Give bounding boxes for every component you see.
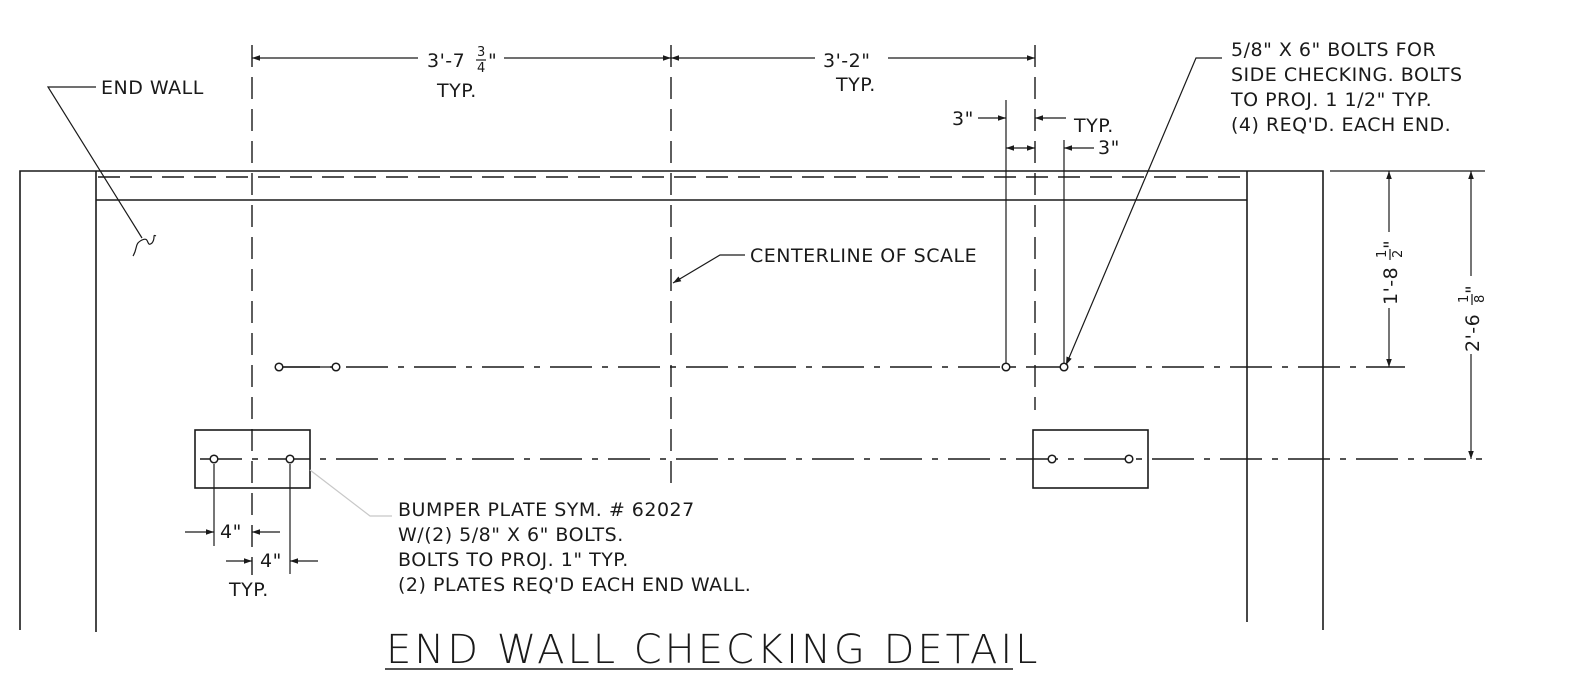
side-bolts-line-3: TO PROJ. 1 1/2" TYP.: [1230, 89, 1432, 111]
vert2-den: 8: [1473, 295, 1488, 303]
dim1-num: 3: [477, 45, 485, 60]
title-text: END WALL CHECKING DETAIL: [386, 627, 1040, 673]
break-symbol: [132, 234, 157, 257]
bumper-plate-left: [194, 429, 311, 489]
bumper-plate-right: [1032, 429, 1149, 489]
vert2-num: 1: [1457, 295, 1472, 303]
dim4-a: 4": [220, 521, 242, 543]
dim1-den: 4: [477, 61, 485, 76]
dim1-tail: ": [488, 50, 497, 72]
vert1-den: 2: [1391, 250, 1406, 258]
dimension-3-typ: 3" TYP. 3": [952, 108, 1120, 159]
bumper-line-2: W/(2) 5/8" X 6" BOLTS.: [398, 524, 624, 546]
side-bolts-leader: 5/8" X 6" BOLTS FOR SIDE CHECKING. BOLTS…: [1065, 39, 1463, 366]
dim3-typ: TYP.: [1073, 115, 1114, 137]
centerline-leader: CENTERLINE OF SCALE: [672, 245, 977, 284]
dim4-b: 4": [260, 550, 282, 572]
dimension-4-typ: 4" 4" TYP.: [185, 464, 318, 601]
vert2-main: 2'-6: [1462, 314, 1484, 352]
drawing-title: END WALL CHECKING DETAIL: [385, 627, 1040, 673]
side-checking-bolts: [274, 362, 1069, 372]
vert2-tail: ": [1462, 285, 1484, 294]
bumper-line-3: BOLTS TO PROJ. 1" TYP.: [398, 549, 629, 571]
dim2-typ: TYP.: [835, 74, 876, 96]
vert1-main: 1'-8: [1380, 267, 1402, 305]
dim4-typ: TYP.: [228, 579, 269, 601]
side-bolts-line-1: 5/8" X 6" BOLTS FOR: [1231, 39, 1436, 61]
vertical-centerlines: [251, 45, 1065, 575]
side-bolts-line-4: (4) REQ'D. EACH END.: [1231, 114, 1451, 136]
end-wall-outline: [19, 170, 1324, 632]
vert1-num: 1: [1375, 250, 1390, 258]
dim3-right: 3": [1098, 137, 1120, 159]
dim3-left: 3": [952, 108, 974, 130]
dim1-typ: TYP.: [436, 80, 477, 102]
end-wall-label: END WALL: [101, 77, 204, 99]
vert1-tail: ": [1380, 240, 1402, 249]
dim1-main: 3'-7: [427, 50, 465, 72]
dimension-3-2: 3'-2" TYP.: [671, 50, 1035, 96]
bumper-plate-leader: BUMPER PLATE SYM. # 62027 W/(2) 5/8" X 6…: [309, 469, 751, 596]
centerline-label: CENTERLINE OF SCALE: [750, 245, 977, 267]
bumper-line-4: (2) PLATES REQ'D EACH END WALL.: [398, 574, 751, 596]
dimension-2-6-1-8: 2'-6 1 8 ": [1405, 170, 1488, 459]
dim2-label: 3'-2": [823, 50, 871, 72]
side-bolts-line-2: SIDE CHECKING. BOLTS: [1231, 64, 1463, 86]
bumper-line-1: BUMPER PLATE SYM. # 62027: [398, 499, 695, 521]
dimension-3-7-3-4: 3'-7 3 4 " TYP.: [252, 45, 671, 102]
dimension-1-8-1-2: 1'-8 1 2 ": [1330, 170, 1406, 367]
end-wall-leader: END WALL: [46, 77, 204, 239]
